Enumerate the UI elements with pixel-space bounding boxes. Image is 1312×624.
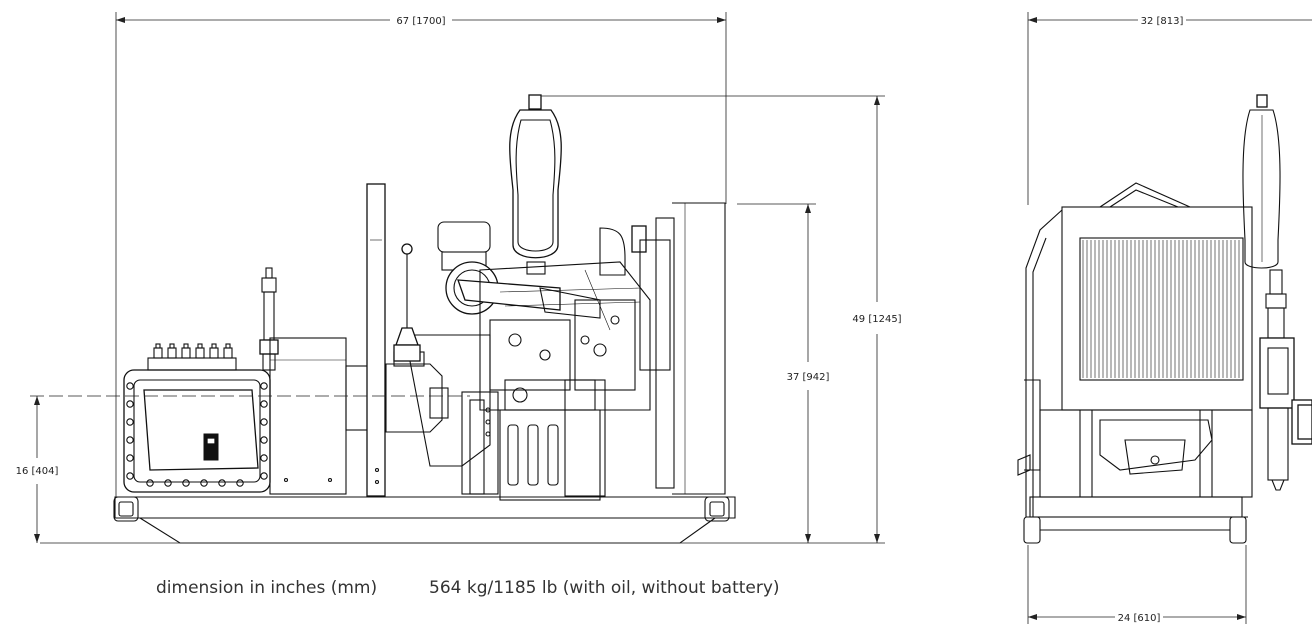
pump-head xyxy=(123,343,271,493)
skid-base xyxy=(113,496,736,544)
relief-valve xyxy=(259,267,279,371)
dim-text-overall-width: 32 [813] xyxy=(1141,16,1184,27)
air-filter xyxy=(437,221,601,319)
dimension-radiator-height: 37 [942] xyxy=(737,203,830,543)
radiator xyxy=(655,202,726,495)
units-note: dimension in inches (mm) xyxy=(156,578,378,598)
dimension-frame-width: 24 [610] xyxy=(1027,545,1247,624)
dimension-overall-height: 49 [1245] xyxy=(40,95,902,544)
exhaust-pipe xyxy=(366,183,386,497)
dim-text-overall-height: 49 [1245] xyxy=(852,314,901,325)
dim-text-radiator-height: 37 [942] xyxy=(787,372,830,383)
muffler xyxy=(509,94,562,275)
throttle-lever xyxy=(393,243,421,362)
dimension-shaft-height: 16 [404] xyxy=(16,396,59,543)
dimension-overall-length: 67 [1700] xyxy=(115,12,727,497)
engine-block xyxy=(461,225,671,501)
side-view: 67 [1700] 49 [1245] 37 [942] xyxy=(16,12,902,544)
dim-text-overall-length: 67 [1700] xyxy=(396,16,445,27)
bellhousing xyxy=(269,337,347,495)
weight-note: 564 kg/1185 lb (with oil, without batter… xyxy=(429,578,780,598)
front-view: 32 [813] 24 [610] xyxy=(1017,12,1312,624)
coupling xyxy=(345,334,491,467)
dimension-overall-width: 32 [813] xyxy=(1027,12,1312,205)
dim-text-shaft-height: 16 [404] xyxy=(16,466,59,477)
dim-text-frame-width: 24 [610] xyxy=(1118,613,1161,624)
